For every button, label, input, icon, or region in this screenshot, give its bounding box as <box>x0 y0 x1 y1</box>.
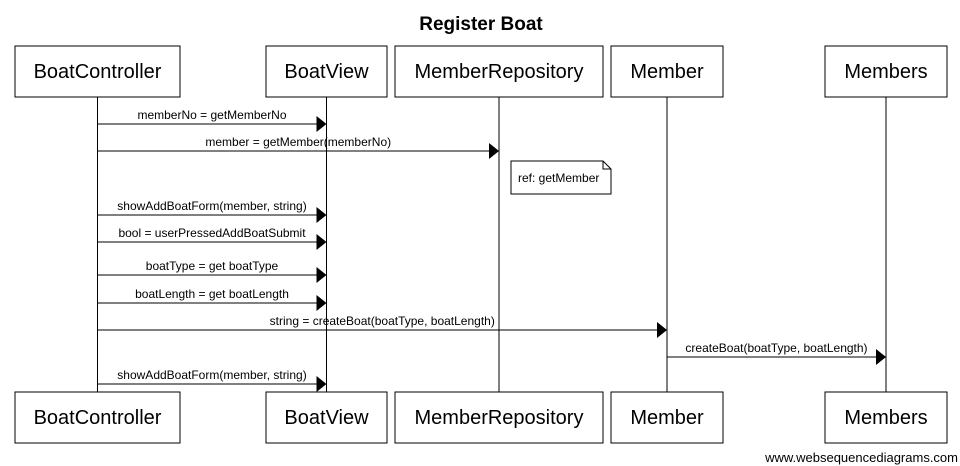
participant-box <box>824 391 948 444</box>
participant-box <box>610 45 724 98</box>
participant-label: MemberRepository <box>415 407 584 429</box>
participant-box <box>394 391 604 444</box>
participant-label: MemberRepository <box>415 61 584 83</box>
arrowhead <box>316 207 327 223</box>
participant-memberrepository-bottom: MemberRepository <box>394 391 604 444</box>
participant-members-top: Members <box>824 45 948 98</box>
note-box <box>510 160 612 195</box>
participant-label: Members <box>844 61 927 83</box>
participant-label: BoatView <box>284 61 369 83</box>
participant-label: Member <box>630 61 704 83</box>
message-label: showAddBoatForm(member, string) <box>117 199 306 213</box>
diagram-title: Register Boat <box>419 14 543 35</box>
message-9: showAddBoatForm(member, string) <box>97 368 327 392</box>
participant-memberrepository-top: MemberRepository <box>394 45 604 98</box>
participant-member-bottom: Member <box>610 391 724 444</box>
arrowhead <box>316 376 327 392</box>
participant-boatcontroller-bottom: BoatController <box>14 391 181 444</box>
participant-box <box>14 391 181 444</box>
participant-members-bottom: Members <box>824 391 948 444</box>
message-label: bool = userPressedAddBoatSubmit <box>118 226 306 240</box>
arrowhead <box>316 267 327 283</box>
participant-member-top: Member <box>610 45 724 98</box>
participant-box <box>394 45 604 98</box>
message-label: createBoat(boatType, boatLength) <box>685 341 867 355</box>
arrowhead <box>876 349 886 365</box>
message-4: bool = userPressedAddBoatSubmit <box>97 226 327 250</box>
message-label: memberNo = getMemberNo <box>137 108 286 122</box>
note-label: ref: getMember <box>518 171 599 185</box>
message-2: member = getMember(memberNo) <box>97 135 499 159</box>
participant-label: Members <box>844 407 927 429</box>
participant-boatview-bottom: BoatView <box>265 391 388 444</box>
message-8: createBoat(boatType, boatLength) <box>667 341 886 365</box>
participant-box <box>265 391 388 444</box>
participant-label: BoatController <box>34 407 162 429</box>
arrowhead <box>316 116 327 132</box>
lifelines <box>97 97 887 392</box>
message-label: boatType = get boatType <box>146 259 279 273</box>
participant-label: BoatView <box>284 407 369 429</box>
message-label: showAddBoatForm(member, string) <box>117 368 306 382</box>
message-5: boatType = get boatType <box>97 259 327 283</box>
participant-label: BoatController <box>34 61 162 83</box>
watermark-text: www.websequencediagrams.com <box>764 450 958 465</box>
arrowhead <box>489 143 499 159</box>
message-label: boatLength = get boatLength <box>135 287 289 301</box>
message-3: showAddBoatForm(member, string) <box>97 199 327 223</box>
participants: BoatControllerBoatControllerBoatViewBoat… <box>14 45 948 444</box>
messages: memberNo = getMemberNo member = getMember… <box>97 108 886 392</box>
participant-box <box>14 45 181 98</box>
message-7: string = createBoat(boatType, boatLength… <box>97 314 667 338</box>
message-1: memberNo = getMemberNo <box>97 108 327 132</box>
participant-box <box>265 45 388 98</box>
arrowhead <box>316 295 327 311</box>
participant-boatview-top: BoatView <box>265 45 388 98</box>
participant-boatcontroller-top: BoatController <box>14 45 181 98</box>
arrowhead <box>316 234 327 250</box>
note-fold <box>602 161 611 170</box>
message-6: boatLength = get boatLength <box>97 287 327 311</box>
note: ref: getMember <box>510 160 612 195</box>
message-label: member = getMember(memberNo) <box>205 135 391 149</box>
participant-label: Member <box>630 407 704 429</box>
arrowhead <box>657 322 667 338</box>
participant-box <box>610 391 724 444</box>
participant-box <box>824 45 948 98</box>
message-label: string = createBoat(boatType, boatLength… <box>270 314 495 328</box>
